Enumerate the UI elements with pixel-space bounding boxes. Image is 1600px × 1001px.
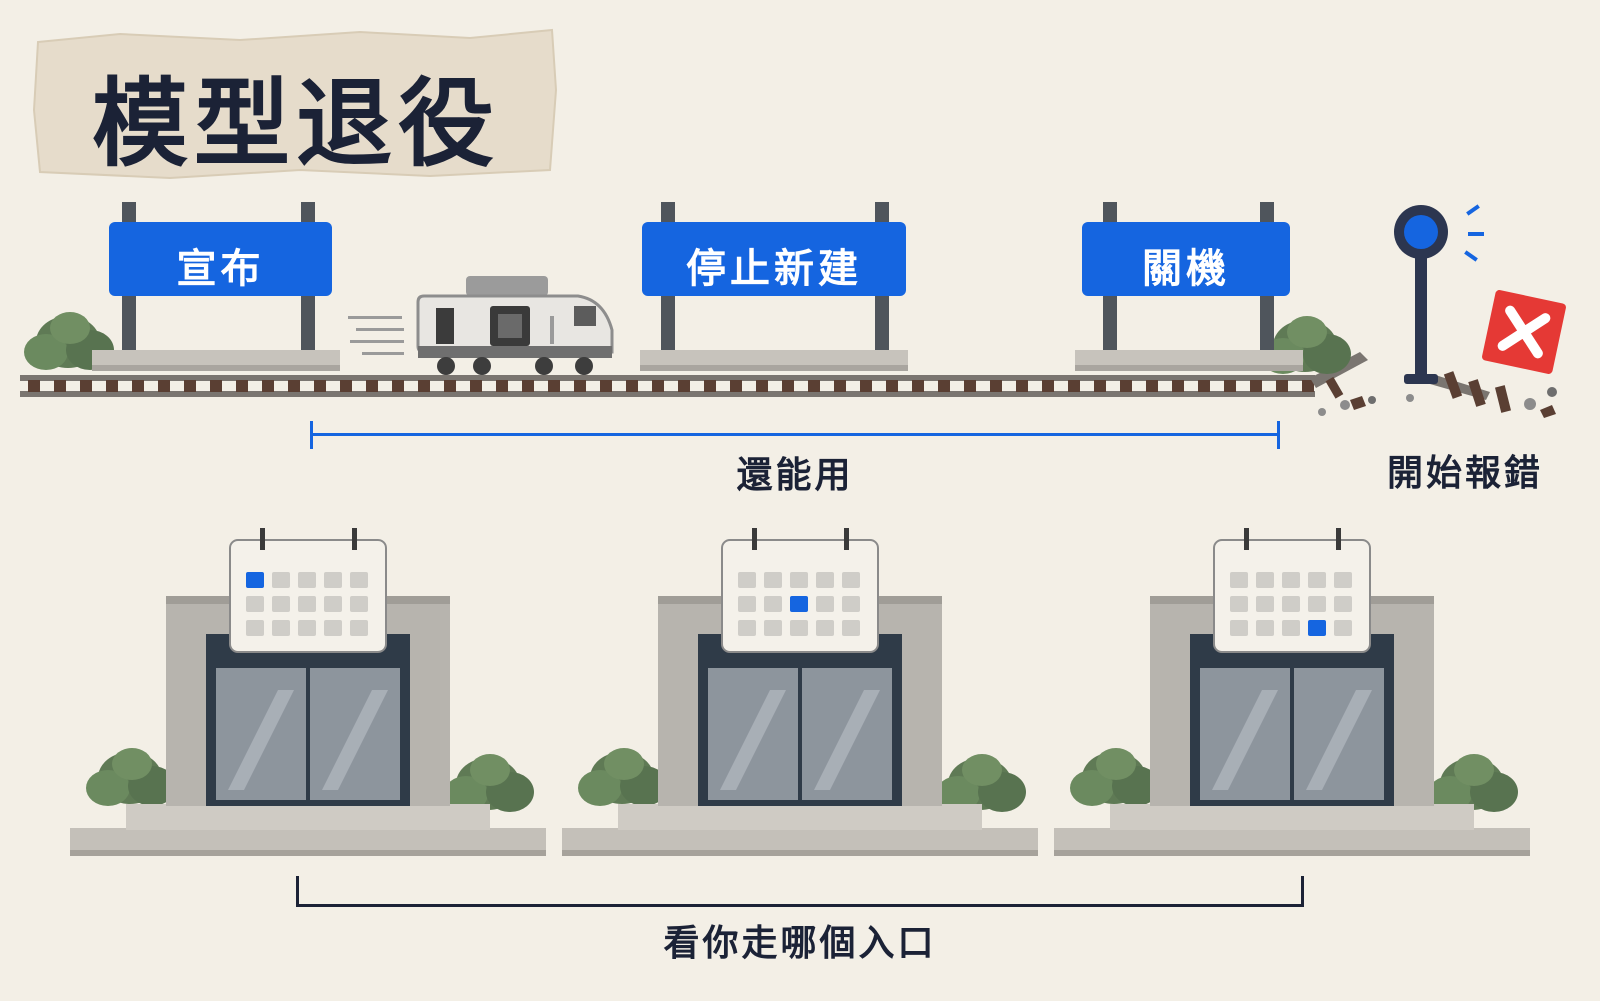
- calendar-icon: [721, 528, 879, 653]
- platform-3: [1075, 350, 1303, 371]
- error-start-label: 開始報錯: [1386, 453, 1543, 494]
- signal-light: [1394, 204, 1484, 384]
- broken-track: [1310, 352, 1557, 418]
- error-x-icon: [1482, 290, 1566, 374]
- bush-left: [578, 748, 668, 806]
- calendar-icon: [229, 528, 387, 653]
- bush-right: [1428, 754, 1518, 812]
- bush-right: [936, 754, 1026, 812]
- railway-ties: [28, 380, 1314, 392]
- usable-range-label: 還能用: [736, 455, 854, 496]
- building-3: [1054, 528, 1530, 856]
- building-2: [562, 528, 1038, 856]
- train-with-chip: [348, 276, 614, 375]
- platform-2: [640, 350, 908, 371]
- building-1: [70, 528, 546, 856]
- station-sign-3: [1082, 202, 1290, 350]
- platform-1: [92, 350, 340, 371]
- bush-left: [86, 748, 176, 806]
- station-sign-1: [109, 202, 332, 350]
- entrance-bracket: [296, 876, 1304, 907]
- title-paper: [32, 28, 558, 180]
- station-label-shutdown: 關機: [1142, 246, 1230, 292]
- railway-track: [20, 375, 1315, 397]
- bush-left: [1070, 748, 1160, 806]
- bush-right: [444, 754, 534, 812]
- entrance-label: 看你走哪個入口: [663, 923, 937, 964]
- station-sign-2: [642, 202, 906, 350]
- usable-range-bracket: [310, 421, 1280, 449]
- station-label-stop-new: 停止新建: [686, 246, 862, 292]
- station-label-announce: 宣布: [176, 246, 265, 292]
- calendar-icon: [1213, 528, 1371, 653]
- page-title: 模型退役: [92, 67, 500, 180]
